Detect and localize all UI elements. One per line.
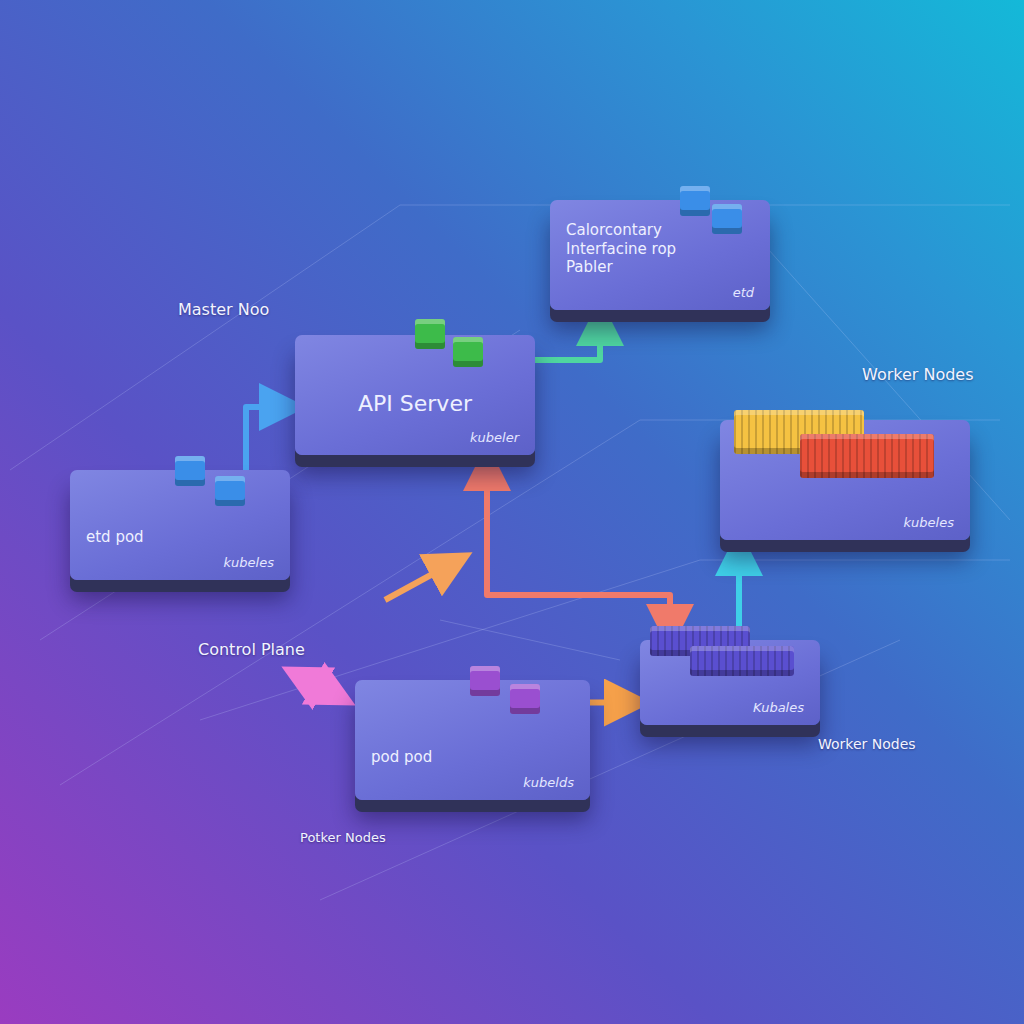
container-cube [680, 186, 710, 216]
decor-arrow [385, 558, 462, 600]
grid-line [320, 640, 900, 900]
connector-arrow [590, 700, 640, 706]
node-title: Calorcontary Interfacine rop Pabler [566, 221, 706, 277]
grid-line [440, 620, 620, 660]
node-box: kubeles [720, 420, 970, 540]
node-box: API Server kubeler [295, 335, 535, 455]
container-cube [712, 204, 742, 234]
connector-arrow [487, 455, 670, 640]
node-box: etd pod kubeles [70, 470, 290, 580]
decor-arrow [292, 672, 345, 700]
container-cube [415, 319, 445, 349]
region-label: Worker Nodes [818, 736, 916, 752]
node-box: Calorcontary Interfacine rop Pabler etd [550, 200, 770, 310]
container-stack [800, 434, 934, 478]
node-caption: etd [733, 285, 754, 300]
region-label: Potker Nodes [300, 830, 386, 845]
region-label: Worker Nodes [862, 365, 974, 384]
node-caption: kubeler [470, 430, 519, 445]
node-title: kubeles [904, 515, 954, 530]
node-title: etd pod [86, 528, 274, 547]
container-stack [690, 646, 794, 676]
node-title: pod pod [371, 748, 574, 767]
container-cube [175, 456, 205, 486]
container-cube [215, 476, 245, 506]
region-label: Master Noo [178, 300, 269, 319]
node-caption: kubeles [224, 555, 274, 570]
node-box: Kubales [640, 640, 820, 725]
grid-line [200, 560, 1010, 720]
region-label: Control Plane [198, 640, 305, 659]
node-caption: kubelds [523, 775, 574, 790]
container-cube [510, 684, 540, 714]
container-cube [470, 666, 500, 696]
node-title: Kubales [753, 700, 804, 715]
connector-arrow [736, 540, 742, 640]
connector-arrow [535, 310, 600, 360]
grid-line [10, 205, 1010, 470]
container-cube [453, 337, 483, 367]
node-box: pod pod kubelds [355, 680, 590, 800]
connector-arrow [246, 407, 295, 470]
node-title: API Server [358, 391, 472, 416]
